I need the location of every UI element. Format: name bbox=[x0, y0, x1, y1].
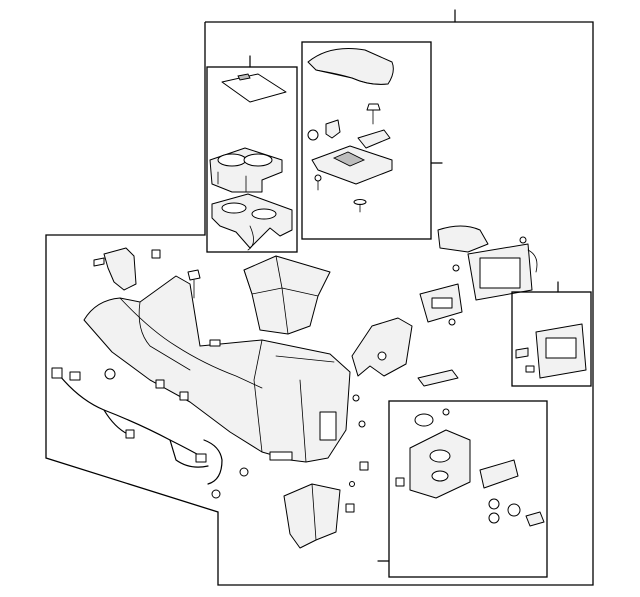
panel-screw bbox=[442, 408, 450, 416]
small-fasteners bbox=[345, 394, 369, 513]
outlet-ring bbox=[488, 498, 500, 524]
bezel-retainer bbox=[525, 365, 535, 373]
wiring-harness bbox=[51, 367, 223, 499]
latch bbox=[357, 129, 391, 149]
hinge-plate bbox=[311, 145, 393, 185]
power-outlet-cover bbox=[479, 459, 519, 489]
cup-holder-group-box bbox=[206, 55, 298, 253]
power-outlet-socket bbox=[507, 503, 545, 527]
plate-pin bbox=[353, 199, 367, 213]
cup-holder-insert bbox=[209, 147, 283, 193]
main-assembly-outline bbox=[45, 9, 594, 586]
bezel-clip bbox=[515, 347, 529, 359]
display-module bbox=[437, 225, 538, 301]
rear-bracket bbox=[283, 483, 341, 549]
hinge-bracket-left bbox=[325, 119, 341, 139]
hinge-bushing bbox=[307, 129, 319, 141]
switch-panel bbox=[409, 429, 471, 499]
panel-clip bbox=[395, 477, 405, 487]
grommet bbox=[239, 467, 249, 477]
console-body bbox=[83, 275, 351, 463]
fastener-clip bbox=[448, 318, 456, 326]
panel-knob bbox=[414, 413, 434, 427]
shifter-trim bbox=[419, 283, 463, 323]
radio-bezel-group-box bbox=[511, 281, 592, 387]
cup-holder-frame bbox=[211, 193, 293, 251]
trim-strip bbox=[417, 369, 459, 387]
side-bracket-right bbox=[351, 317, 413, 377]
armrest-lid bbox=[307, 48, 394, 85]
mounting-bolt bbox=[187, 269, 201, 299]
harness-clip bbox=[104, 368, 116, 380]
armrest-lid-group-box bbox=[301, 41, 443, 240]
lid-screw bbox=[366, 103, 381, 125]
plate-screw bbox=[314, 174, 322, 191]
storage-bin bbox=[243, 255, 331, 335]
interior-bracket bbox=[93, 247, 161, 291]
cup-holder-mat bbox=[221, 73, 287, 103]
switch-panel-group-box bbox=[377, 400, 548, 578]
